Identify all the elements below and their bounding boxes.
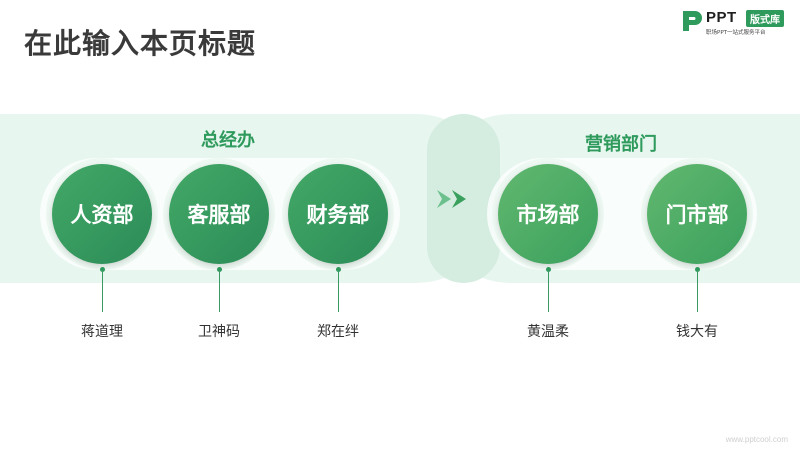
connector-dot	[336, 267, 341, 272]
dept-name: 财务部	[306, 203, 370, 227]
logo-word: PPT	[706, 9, 737, 26]
person-name-hr: 蒋道理	[81, 324, 123, 340]
p-logo-icon	[683, 11, 702, 31]
dept-name: 人资部	[70, 203, 134, 227]
connector-line	[697, 270, 698, 312]
dept-circle-customer-service[interactable]: 客服部	[169, 164, 269, 264]
connector-dot	[217, 267, 222, 272]
dept-circle-finance[interactable]: 财务部	[288, 164, 388, 264]
person-name-store: 钱大有	[676, 324, 718, 340]
connector-line	[102, 270, 103, 312]
dept-circle-market[interactable]: 市场部	[498, 164, 598, 264]
person-name-customer-service: 卫神码	[198, 324, 240, 340]
double-chevron-right-icon	[437, 190, 466, 208]
footer-url: www.pptcool.com	[725, 435, 788, 444]
dept-circle-hr[interactable]: 人资部	[52, 164, 152, 264]
connector-dot	[100, 267, 105, 272]
connector-line	[338, 270, 339, 312]
page-title: 在此输入本页标题	[24, 27, 257, 60]
group-label-general-office: 总经办	[201, 130, 255, 151]
dept-name: 客服部	[187, 203, 251, 227]
logo-tagline: 职场PPT一站式服务平台	[706, 30, 766, 36]
connector-line	[219, 270, 220, 312]
dept-name: 市场部	[516, 203, 580, 227]
brand-logo: PPT 版式库 职场PPT一站式服务平台	[680, 9, 795, 36]
connector-dot	[695, 267, 700, 272]
logo-badge: 版式库	[746, 10, 784, 27]
person-name-market: 黄温柔	[527, 324, 569, 340]
dept-name: 门市部	[665, 203, 729, 227]
group-label-marketing: 营销部门	[585, 134, 657, 155]
connector-line	[548, 270, 549, 312]
connector-dot	[546, 267, 551, 272]
person-name-finance: 郑在绊	[317, 324, 359, 340]
dept-circle-store[interactable]: 门市部	[647, 164, 747, 264]
